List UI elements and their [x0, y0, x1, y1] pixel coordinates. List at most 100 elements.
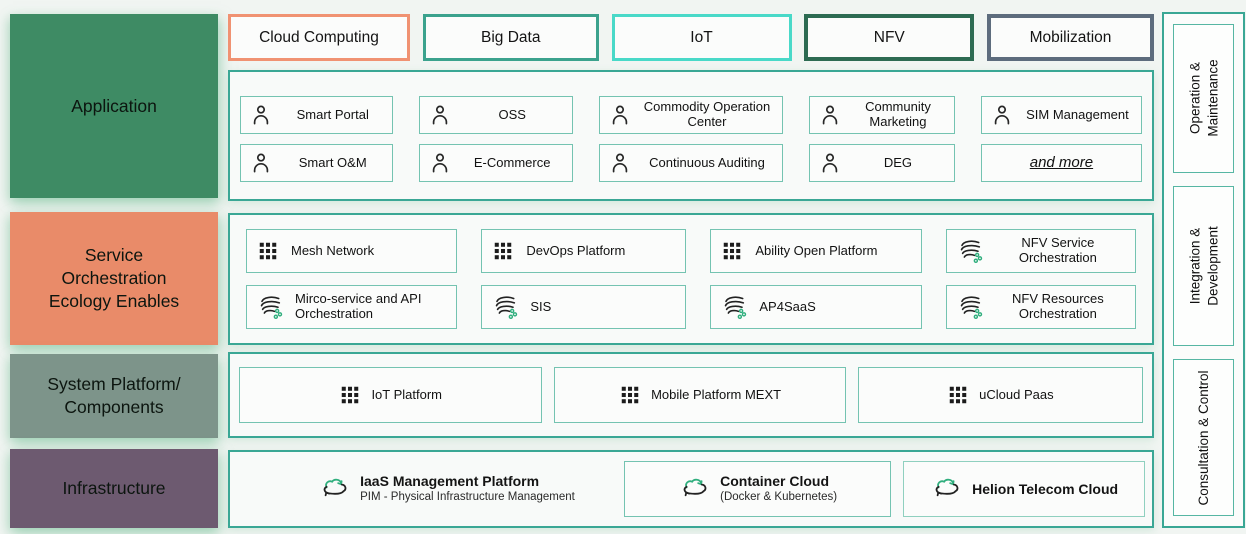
- app-item-label: OSS: [498, 106, 526, 122]
- person-icon: [249, 151, 273, 175]
- stream-icon: [721, 294, 747, 320]
- layer-label-line: Ecology Enables: [48, 290, 180, 311]
- app-item-sim-management: SIM Management: [980, 96, 1142, 134]
- app-item-label: and more: [1029, 153, 1094, 171]
- inf-item-subtitle: (Docker & Kubernetes): [720, 491, 838, 504]
- layer-label-infrastructure-text: Infrastructure: [62, 478, 166, 499]
- person-icon: [818, 151, 842, 175]
- inf-item-title: IaaS Management Platform: [360, 473, 540, 490]
- inf-item-text: IaaS Management Platform PIM - Physical …: [360, 473, 575, 504]
- svc-item-label: AP4SaaS: [759, 298, 816, 314]
- stream-icon: [492, 294, 518, 320]
- sys-item-ucloud-paas: uCloud Paas: [857, 367, 1143, 423]
- svc-item-ap4saas: AP4SaaS: [710, 285, 922, 329]
- system-platform-container: IoT Platform Mobile Platform MEXT uCloud…: [228, 352, 1154, 438]
- app-item-continuous-auditing: Continuous Auditing: [598, 144, 784, 182]
- app-item-e-commerce: E-Commerce: [419, 144, 573, 182]
- svc-item-nfv-resources-orchestration: NFV Resources Orchestration: [945, 285, 1136, 329]
- layer-label-system-platform: System Platform/ Components: [10, 354, 218, 438]
- app-item-label: Community Marketing: [865, 99, 931, 129]
- layer-label-line: Service: [84, 245, 144, 266]
- app-item-label: Commodity Operation Center: [643, 99, 771, 129]
- svc-item-label: SIS: [530, 298, 552, 314]
- app-item-label: Smart Portal: [296, 106, 369, 122]
- technology-row: Cloud Computing Big Data IoT NFV Mobiliz…: [228, 14, 1154, 61]
- app-item-commodity-operation-center: Commodity Operation Center: [598, 96, 784, 134]
- layer-label-infrastructure: Infrastructure: [10, 449, 218, 528]
- rail-label-line: Integration &: [1186, 227, 1202, 305]
- person-icon: [818, 103, 842, 127]
- inf-item-iaas-management-platform: IaaS Management Platform PIM - Physical …: [281, 461, 612, 517]
- inf-item-container-cloud: Container Cloud (Docker & Kubernetes): [624, 461, 892, 517]
- rail-label-line: Operation &: [1186, 62, 1202, 135]
- app-item-deg: DEG: [809, 144, 955, 182]
- grid-icon: [619, 384, 641, 406]
- stream-icon: [957, 238, 983, 264]
- cloud-sync-icon: [930, 477, 962, 501]
- svc-item-label: Mirco-service and API Orchestration: [295, 291, 422, 321]
- cloud-sync-icon: [318, 477, 350, 501]
- tech-box-label: Big Data: [481, 28, 541, 46]
- svc-item-label: NFV Resources Orchestration: [1012, 291, 1104, 321]
- inf-item-title: Container Cloud: [720, 473, 829, 490]
- tech-box-label: Cloud Computing: [259, 28, 379, 46]
- app-item-and-more: and more: [980, 144, 1142, 182]
- svc-item-nfv-service-orchestration: NFV Service Orchestration: [945, 229, 1136, 273]
- inf-item-text: Helion Telecom Cloud: [972, 481, 1118, 498]
- app-item-label: SIM Management: [1026, 106, 1129, 122]
- app-item-community-marketing: Community Marketing: [809, 96, 955, 134]
- rail-box-label: Consultation & Control: [1195, 370, 1213, 505]
- svc-item-ability-open-platform: Ability Open Platform: [710, 229, 922, 273]
- tech-box-label: IoT: [690, 28, 713, 46]
- sys-item-label: IoT Platform: [371, 386, 442, 402]
- app-item-smart-portal: Smart Portal: [240, 96, 394, 134]
- rail-box-label: Integration & Development: [1186, 226, 1221, 306]
- sys-item-mobile-platform-mext: Mobile Platform MEXT: [554, 367, 846, 423]
- person-icon: [428, 103, 452, 127]
- tech-box-iot: IoT: [611, 14, 792, 61]
- sys-item-iot-platform: IoT Platform: [239, 367, 543, 423]
- grid-icon: [339, 384, 361, 406]
- cloud-sync-icon: [678, 477, 710, 501]
- svc-item-label: Ability Open Platform: [755, 242, 878, 258]
- infrastructure-container: IaaS Management Platform PIM - Physical …: [228, 450, 1154, 528]
- sys-item-label: uCloud Paas: [979, 386, 1054, 402]
- inf-item-helion-telecom-cloud: Helion Telecom Cloud: [903, 461, 1145, 517]
- inf-item-title: Helion Telecom Cloud: [972, 480, 1119, 497]
- rail-box-integration-development: Integration & Development: [1173, 185, 1234, 347]
- svc-item-sis: SIS: [481, 285, 687, 329]
- app-item-label: DEG: [883, 154, 913, 170]
- svc-item-label: DevOps Platform: [526, 242, 626, 258]
- layer-label-service-orchestration: Service Orchestration Ecology Enables: [10, 212, 218, 345]
- inf-item-text: Container Cloud (Docker & Kubernetes): [720, 473, 837, 504]
- layer-label-line: Orchestration: [61, 268, 167, 289]
- person-icon: [249, 103, 273, 127]
- layer-label-application: Application: [10, 14, 218, 198]
- svc-item-devops-platform: DevOps Platform: [481, 229, 687, 273]
- person-icon: [608, 151, 632, 175]
- svc-item-label: NFV Service Orchestration: [1018, 235, 1097, 265]
- app-item-smart-om: Smart O&M: [240, 144, 394, 182]
- person-icon: [428, 151, 452, 175]
- grid-icon: [492, 240, 514, 262]
- application-container: Smart Portal OSS Commodity Operation Cen…: [228, 70, 1154, 201]
- layer-label-line: System Platform/: [47, 374, 181, 395]
- tech-box-label: NFV: [873, 28, 905, 46]
- rail-label-line: Development: [1204, 226, 1220, 306]
- svc-item-mesh-network: Mesh Network: [246, 229, 458, 273]
- rail-box-label: Operation & Maintenance: [1186, 60, 1221, 137]
- app-item-label: E-Commerce: [473, 154, 551, 170]
- app-item-label: Continuous Auditing: [649, 154, 765, 170]
- person-icon: [608, 103, 632, 127]
- grid-icon: [257, 240, 279, 262]
- tech-box-cloud-computing: Cloud Computing: [228, 14, 410, 61]
- rail-label-line: Maintenance: [1204, 59, 1220, 138]
- svc-item-mirco-service-api-orchestration: Mirco-service and API Orchestration: [246, 285, 458, 329]
- rail-box-consultation-control: Consultation & Control: [1173, 359, 1234, 516]
- tech-box-label: Mobilization: [1029, 28, 1112, 46]
- stream-icon: [257, 294, 283, 320]
- sys-item-label: Mobile Platform MEXT: [651, 386, 782, 402]
- app-item-label: Smart O&M: [298, 154, 367, 170]
- rail-box-operation-maintenance: Operation & Maintenance: [1173, 24, 1234, 173]
- layer-label-line: Components: [64, 397, 164, 417]
